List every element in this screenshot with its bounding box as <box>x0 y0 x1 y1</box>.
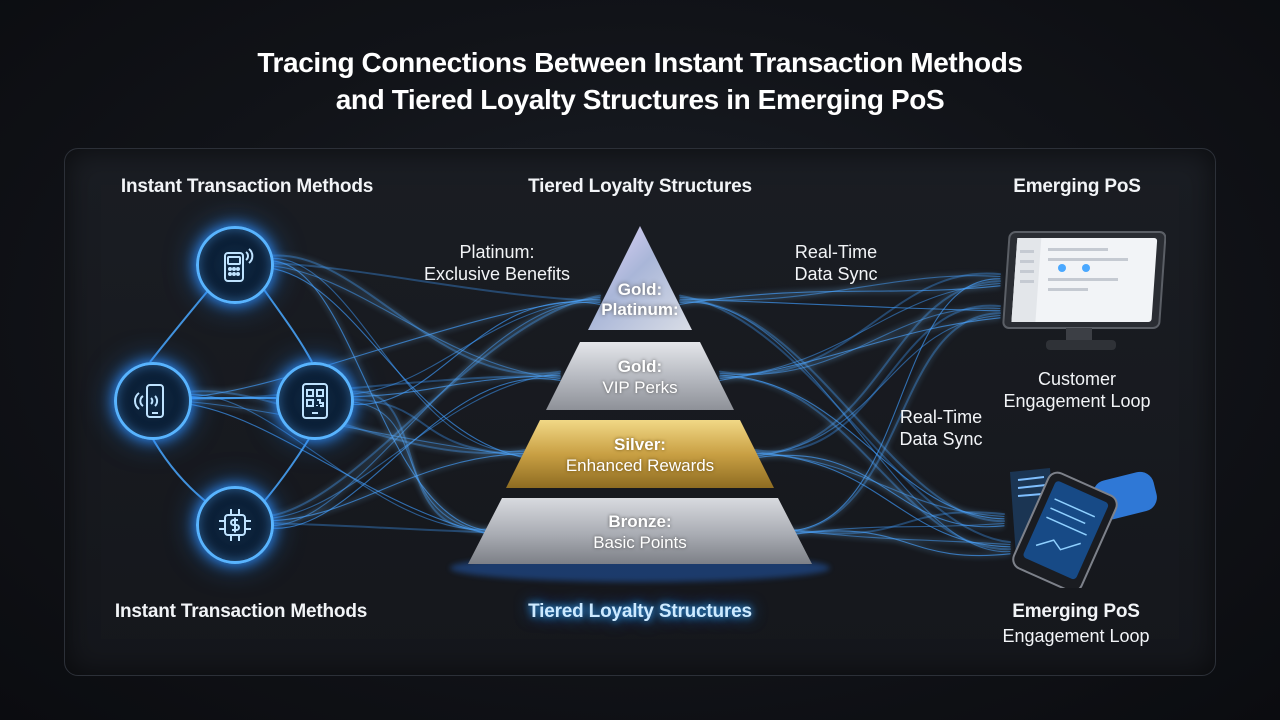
left-top-header: Instant Transaction Methods <box>120 176 374 197</box>
sync-annotation-mid: Real-Time Data Sync <box>899 406 982 450</box>
sync-annotation-top-line-1: Real-Time <box>794 242 878 262</box>
tier-gold-name: Gold: <box>617 356 663 376</box>
pyramid-apex-label: Gold: Platinum: <box>590 276 690 324</box>
page-title: Tracing Connections Between Instant Tran… <box>0 44 1280 118</box>
qr-code-phone-icon <box>302 383 328 419</box>
qr-payment-icon-circle[interactable] <box>276 362 354 440</box>
pyramid-tier-bronze-label: Bronze: Basic Points <box>500 502 780 562</box>
mobile-contactless-payment-icon <box>134 384 164 418</box>
center-top-header: Tiered Loyalty Structures <box>528 176 752 197</box>
card-terminal-icon-circle[interactable] <box>196 226 274 304</box>
customer-engagement-line-1: Customer <box>1037 369 1117 389</box>
customer-engagement-annotation: Customer Engagement Loop <box>1003 368 1150 412</box>
tier-bronze-name: Bronze: <box>608 511 672 531</box>
tier-bronze-desc: Basic Points <box>593 532 687 552</box>
page-title-line-1: Tracing Connections Between Instant Tran… <box>257 47 1023 78</box>
tier-silver-name: Silver: <box>614 434 666 454</box>
pyramid-apex-line-2: Platinum: <box>601 300 679 319</box>
sync-annotation-mid-line-2: Data Sync <box>899 429 983 449</box>
mobile-payment-icon-circle[interactable] <box>114 362 192 440</box>
platinum-annotation-line-1: Platinum: <box>459 242 535 262</box>
tier-silver-desc: Enhanced Rewards <box>565 455 715 475</box>
customer-engagement-line-2: Engagement Loop <box>1003 391 1151 411</box>
platinum-annotation-line-2: Exclusive Benefits <box>423 264 571 284</box>
digital-dollar-icon-circle[interactable] <box>196 486 274 564</box>
left-bottom-header: Instant Transaction Methods <box>114 601 368 622</box>
platinum-annotation: Platinum: Exclusive Benefits <box>424 241 570 285</box>
contactless-card-terminal-icon <box>224 248 254 282</box>
sync-annotation-top: Real-Time Data Sync <box>794 241 877 285</box>
pyramid-apex-line-1: Gold: <box>617 280 663 299</box>
digital-dollar-chip-icon <box>219 509 251 541</box>
pyramid-tier-silver-label: Silver: Enhanced Rewards <box>520 424 760 486</box>
right-top-header: Emerging PoS <box>1013 176 1141 197</box>
handheld-pos-device <box>1010 468 1157 588</box>
right-bottom-header: Emerging PoS <box>1012 601 1140 622</box>
center-bottom-header: Tiered Loyalty Structures <box>528 601 752 622</box>
page-title-line-2: and Tiered Loyalty Structures in Emergin… <box>335 84 945 115</box>
right-bottom-subheader: Engagement Loop <box>1002 626 1150 646</box>
sync-annotation-mid-line-1: Real-Time <box>899 407 983 427</box>
tier-gold-desc: VIP Perks <box>602 377 678 397</box>
pyramid-tier-gold-label: Gold: VIP Perks <box>560 346 720 408</box>
sync-annotation-top-line-2: Data Sync <box>794 264 878 284</box>
pos-terminal-monitor <box>1002 231 1166 350</box>
